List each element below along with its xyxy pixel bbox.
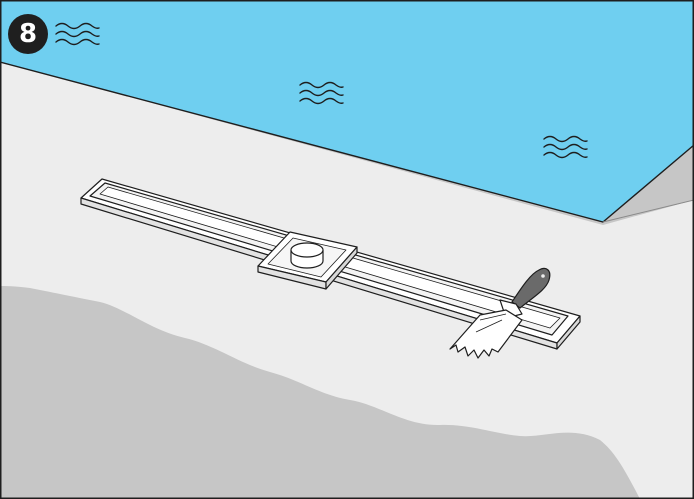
floor-edge	[602, 199, 694, 223]
drain-channel-icon	[80, 178, 581, 350]
step-number-badge: 8	[8, 14, 48, 54]
water-wave-icon	[543, 135, 588, 159]
water-wave-icon	[299, 81, 344, 105]
water-surface	[0, 0, 694, 223]
step-number: 8	[18, 19, 38, 49]
paint-brush-icon	[449, 267, 551, 359]
water-wave-icon	[55, 22, 100, 46]
